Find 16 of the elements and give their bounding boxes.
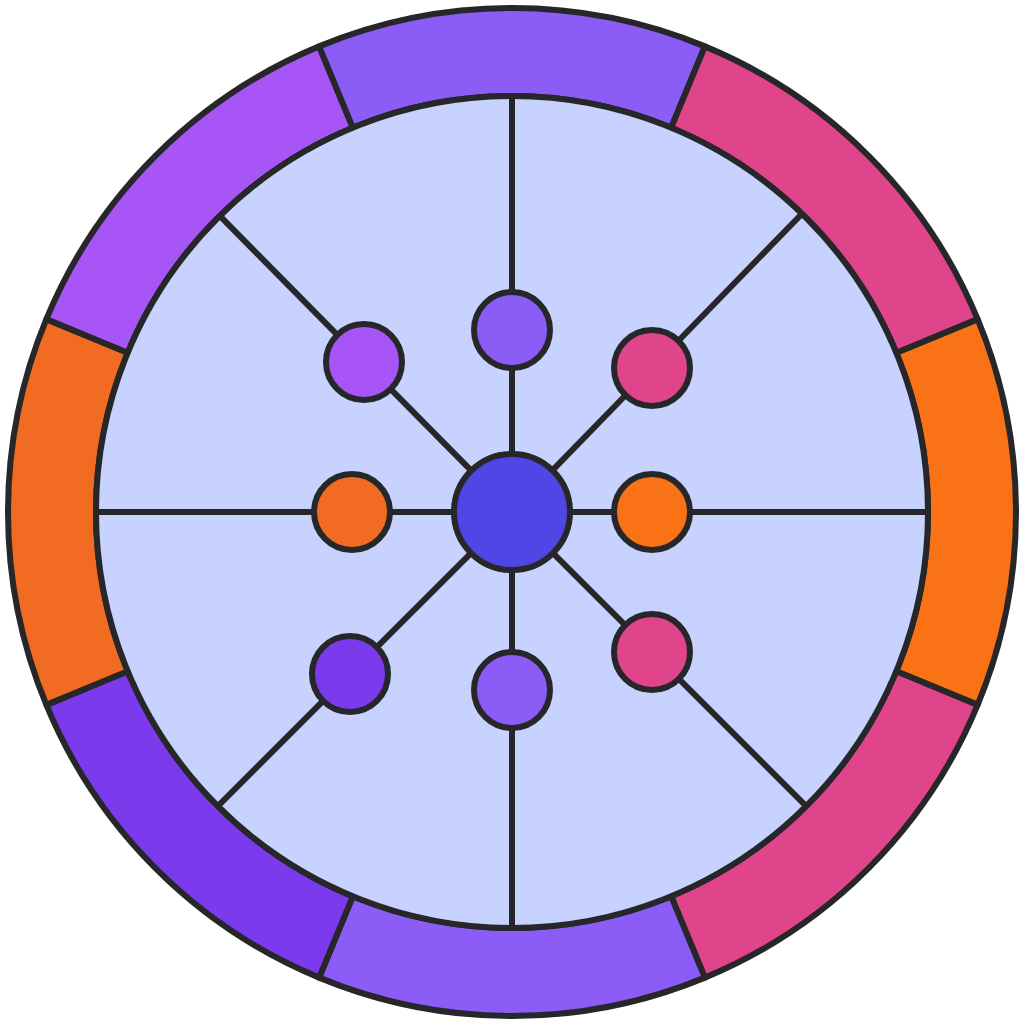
connector-line — [215, 698, 326, 809]
connector-line — [690, 509, 928, 515]
connector-line — [509, 96, 515, 292]
connector-line — [676, 676, 809, 809]
connector-line — [217, 213, 340, 338]
connector-line — [390, 509, 454, 515]
connector-line — [550, 550, 628, 628]
connector-line — [550, 393, 628, 473]
connector-line — [374, 550, 474, 650]
connector-line — [96, 509, 314, 515]
connector-line — [509, 570, 515, 652]
connector-line — [570, 509, 614, 515]
connector-line — [388, 386, 474, 473]
connector-line — [676, 211, 805, 343]
connector-line — [509, 728, 515, 928]
connector-line — [509, 368, 515, 454]
